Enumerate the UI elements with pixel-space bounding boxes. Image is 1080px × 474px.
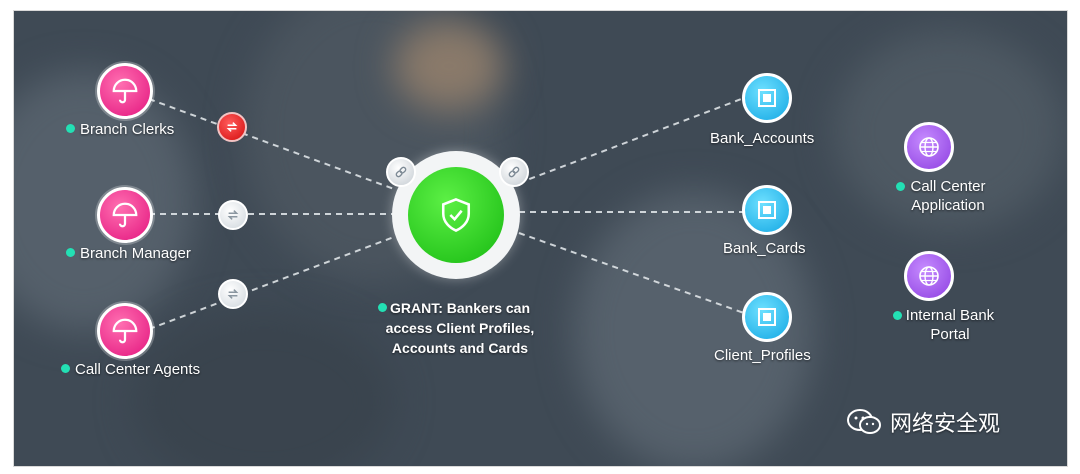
globe-icon [919, 137, 939, 157]
role-node-call-center-agents[interactable] [97, 303, 153, 359]
status-dot [61, 364, 70, 373]
umbrella-icon [112, 318, 138, 344]
watermark-text: 网络安全观 [890, 411, 1001, 436]
role-node-branch-manager[interactable] [97, 187, 153, 243]
swap-icon [227, 210, 239, 220]
link-branch-clerks [148, 98, 395, 190]
policy-node[interactable] [392, 151, 520, 279]
role-label-branch-manager: Branch Manager [66, 244, 191, 263]
status-dot [66, 124, 75, 133]
connector-badge-right[interactable] [499, 157, 529, 187]
app-label-internal-bank-portal: Internal Bank Portal [890, 306, 1010, 344]
status-dot [896, 182, 905, 191]
watermark: 网络安全观 [846, 406, 1000, 438]
policy-label: GRANT: Bankers can access Client Profile… [378, 298, 542, 358]
app-node-internal-bank-portal[interactable] [904, 251, 954, 301]
diagram-canvas: Branch Clerks Branch Manager Call Center… [13, 10, 1068, 467]
role-node-branch-clerks[interactable] [97, 63, 153, 119]
link-icon [395, 166, 407, 178]
connector-badge-left[interactable] [386, 157, 416, 187]
app-node-call-center-application[interactable] [904, 122, 954, 172]
connection-lines [148, 97, 745, 330]
alert-relation-badge[interactable] [217, 112, 247, 142]
umbrella-icon [112, 78, 138, 104]
resource-node-bank-cards[interactable] [742, 185, 792, 235]
umbrella-icon [112, 202, 138, 228]
relation-badge[interactable] [218, 279, 248, 309]
status-dot [66, 248, 75, 257]
square-icon [758, 89, 776, 107]
square-icon [758, 308, 776, 326]
role-label-branch-clerks: Branch Clerks [66, 120, 174, 139]
relation-badge[interactable] [218, 200, 248, 230]
link-client-profiles [518, 232, 745, 314]
swap-icon [227, 289, 239, 299]
resource-node-client-profiles[interactable] [742, 292, 792, 342]
role-label-call-center-agents: Call Center Agents [61, 360, 200, 379]
policy-node-core [408, 167, 504, 263]
shield-check-icon [441, 198, 471, 232]
resource-node-bank-accounts[interactable] [742, 73, 792, 123]
resource-label-bank-cards: Bank_Cards [723, 240, 806, 257]
status-dot [378, 303, 387, 312]
globe-icon [919, 266, 939, 286]
status-dot [893, 311, 902, 320]
link-icon [508, 166, 520, 178]
wechat-icon [847, 409, 881, 434]
resource-label-bank-accounts: Bank_Accounts [710, 130, 815, 147]
swap-icon [226, 122, 238, 132]
square-icon [758, 201, 776, 219]
app-label-call-center-application: Call Center Application [894, 177, 1002, 215]
link-bank-accounts [518, 97, 745, 184]
resource-label-client-profiles: Client_Profiles [714, 347, 811, 364]
